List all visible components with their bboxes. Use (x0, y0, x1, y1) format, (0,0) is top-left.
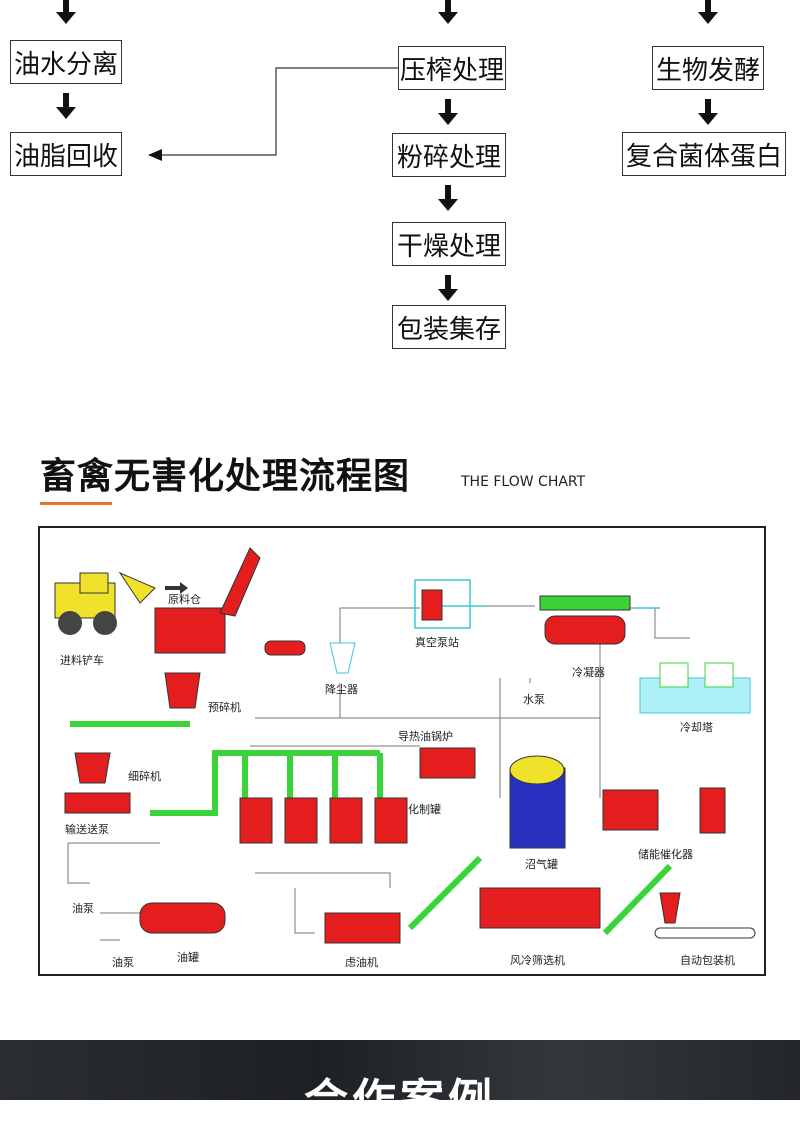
arrow-col2-a (438, 99, 458, 125)
label-fine-crusher: 细碎机 (128, 769, 161, 783)
section-subtitle: THE FLOW CHART (461, 474, 586, 490)
arrow-col1-mid (56, 93, 76, 119)
section-title: 畜禽无害化处理流程图 (40, 456, 411, 497)
arrow-col2-b (438, 185, 458, 211)
arrow-col2-top (438, 0, 458, 24)
cases-banner (0, 1040, 800, 1100)
loader-truck (54, 571, 156, 635)
flow-box-crushing: 粉碎处理 (392, 133, 506, 177)
connector-pressing-to-grease (148, 67, 398, 161)
label-cooling-tower: 冷却塔 (680, 721, 713, 734)
flow-box-drying: 干燥处理 (392, 222, 506, 266)
arrow-col3-top (698, 0, 718, 24)
label-digesters: 化制罐 (408, 802, 441, 816)
flow-box-grease-recovery: 油脂回收 (10, 132, 122, 176)
dust-remover (329, 642, 356, 674)
label-dust-remover: 降尘器 (325, 682, 358, 696)
arrow-col1-top (56, 0, 76, 24)
oil-filter (324, 912, 401, 944)
title-underline (40, 502, 112, 505)
label-raw-bin: 原料仓 (168, 592, 201, 606)
condenser-coil (539, 595, 631, 611)
oil-tank (139, 902, 226, 934)
arrow-col3-mid (698, 99, 718, 125)
biogas-tank-top (509, 755, 565, 785)
catalyst-storage (602, 789, 659, 831)
raw-bin (154, 547, 306, 656)
pre-crusher (164, 672, 201, 709)
vacuum-station-frame (414, 579, 471, 629)
condenser-tank (544, 615, 626, 645)
cooling-tower-cell-1 (659, 662, 689, 688)
flow-box-fermentation: 生物发酵 (652, 46, 764, 90)
flow-box-compound-protein: 复合菌体蛋白 (622, 132, 786, 176)
conveyor-pump-unit (64, 792, 131, 814)
label-condenser: 冷凝器 (572, 665, 605, 679)
label-vacuum-station: 真空泵站 (415, 635, 459, 649)
label-catalyst-storage: 储能催化器 (638, 847, 693, 861)
label-oil-filter: 虑油机 (345, 955, 378, 969)
banner-title: 合作案例 (304, 1075, 496, 1126)
flow-box-packaging: 包装集存 (392, 305, 506, 349)
arrow-col2-c (438, 275, 458, 301)
fine-crusher (74, 752, 111, 784)
label-oil-furnace: 导热油锅炉 (398, 729, 453, 743)
auto-packer-hopper (659, 892, 681, 924)
digester-3 (329, 797, 363, 844)
label-pre-crusher: 预碎机 (208, 700, 241, 714)
flow-box-pressing: 压榨处理 (398, 46, 506, 90)
oil-furnace (419, 747, 476, 779)
auto-packer-conveyor (654, 927, 756, 939)
label-conveyor-pump: 输送送泵 (65, 822, 109, 836)
label-loader: 进料铲车 (60, 653, 104, 667)
air-screener (479, 887, 601, 929)
digester-1 (239, 797, 273, 844)
digester-2 (284, 797, 318, 844)
label-water-pump: 水泵 (523, 693, 545, 706)
process-diagram: 进料铲车 原料仓 预碎机 细碎机 输送送泵 油泵 油泵 油罐 虑油机 降尘器 真… (38, 526, 766, 976)
label-air-screener: 风冷筛选机 (510, 953, 565, 967)
label-oil-pump-1: 油泵 (72, 901, 94, 915)
label-biogas-tank: 沼气罐 (525, 857, 558, 871)
digester-4 (374, 797, 408, 844)
vacuum-station-tank (421, 589, 443, 621)
catalyst-hopper (699, 787, 726, 834)
label-oil-tank: 油罐 (177, 950, 199, 964)
flow-box-oil-water-separation: 油水分离 (10, 40, 122, 84)
cooling-tower-cell-2 (704, 662, 734, 688)
label-auto-packer: 自动包装机 (680, 953, 735, 967)
label-oil-pump-2: 油泵 (112, 955, 134, 969)
